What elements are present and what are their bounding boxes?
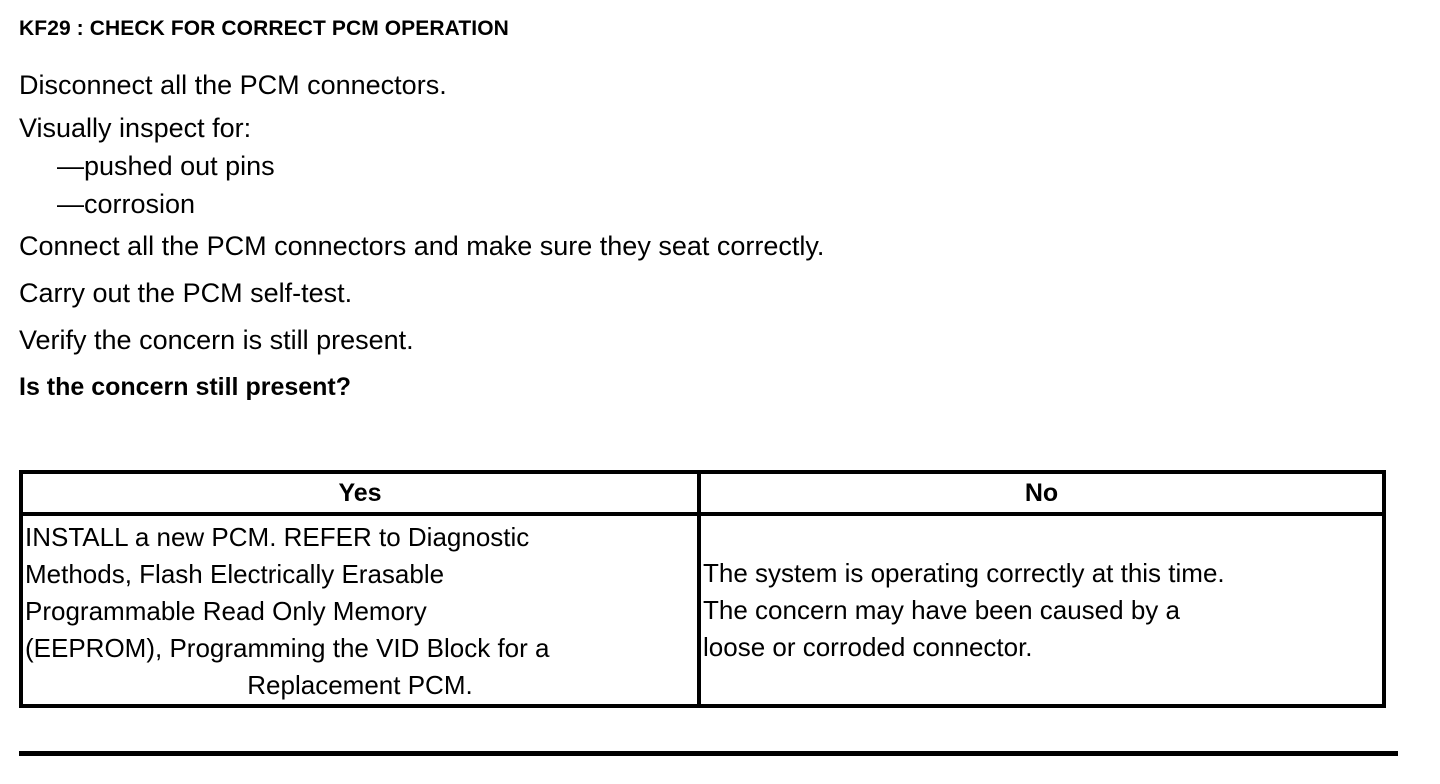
table-header-cell-no: No bbox=[701, 474, 1382, 512]
procedure-line: Carry out the PCM self-test. bbox=[19, 278, 353, 308]
table-header-row: Yes No bbox=[23, 474, 1382, 516]
table-header-cell-yes: Yes bbox=[23, 474, 701, 512]
yes-action-line: INSTALL a new PCM. REFER to Diagnostic bbox=[25, 522, 530, 552]
procedure-bullet-item: —corrosion bbox=[57, 189, 196, 219]
decision-question: Is the concern still present? bbox=[19, 373, 352, 401]
table-cell-yes: INSTALL a new PCM. REFER to Diagnostic M… bbox=[23, 516, 701, 704]
page-title: KF29 : CHECK FOR CORRECT PCM OPERATION bbox=[19, 17, 509, 40]
no-action-line: The concern may have been caused by a bbox=[703, 594, 1180, 625]
no-action-line: The system is operating correctly at thi… bbox=[703, 557, 1225, 588]
table-row: INSTALL a new PCM. REFER to Diagnostic M… bbox=[23, 516, 1382, 704]
section-divider-rule bbox=[19, 751, 1398, 756]
procedure-line: Disconnect all the PCM connectors. bbox=[19, 70, 447, 100]
no-action-text: The system is operating correctly at thi… bbox=[701, 516, 1382, 704]
procedure-bullet-item: —pushed out pins bbox=[57, 151, 275, 181]
yes-action-line: (EEPROM), Programming the VID Block for … bbox=[25, 633, 550, 663]
yes-action-line: Methods, Flash Electrically Erasable bbox=[25, 559, 445, 589]
yes-action-text: INSTALL a new PCM. REFER to Diagnostic M… bbox=[23, 516, 697, 704]
procedure-line: Visually inspect for: bbox=[19, 113, 252, 143]
yes-action-line: Programmable Read Only Memory bbox=[25, 596, 427, 626]
procedure-list: Disconnect all the PCM connectors. Visua… bbox=[19, 62, 1419, 411]
column-header-no-label: No bbox=[1024, 479, 1059, 507]
yes-action-line: Replacement PCM. bbox=[247, 670, 473, 700]
procedure-line: Connect all the PCM connectors and make … bbox=[19, 231, 825, 261]
column-header-yes-label: Yes bbox=[338, 479, 382, 507]
table-cell-no: The system is operating correctly at thi… bbox=[701, 516, 1382, 704]
procedure-line: Verify the concern is still present. bbox=[19, 325, 414, 355]
no-action-line: loose or corroded connector. bbox=[703, 631, 1033, 662]
decision-table: Yes No INSTALL a new PCM. REFER to Diagn… bbox=[19, 470, 1386, 708]
